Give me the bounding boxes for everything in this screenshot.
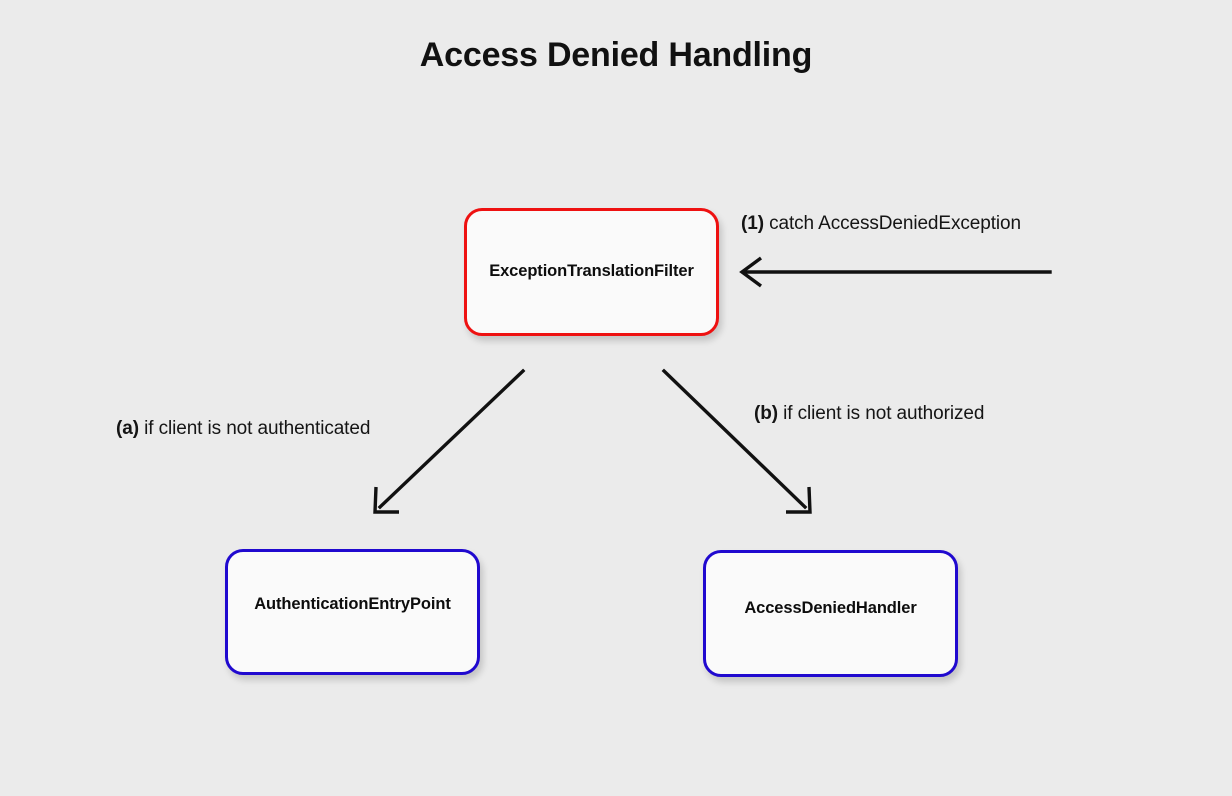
node-access-denied-handler[interactable]: AccessDeniedHandler [703,550,958,677]
edge-label-tag: (b) [754,403,778,424]
edge-label-text: catch AccessDeniedException [763,213,1021,234]
node-authentication-entry-point[interactable]: AuthenticationEntryPoint [225,549,480,675]
edge-label-tag: (a) [116,418,139,439]
node-exception-translation-filter[interactable]: ExceptionTranslationFilter [464,208,719,336]
edge-not-authorized-arrow [661,368,812,514]
edge-label-text: if client is not authorized [777,403,985,424]
edge-catch-exception-arrow [739,256,1052,288]
page-title: Access Denied Handling [419,36,813,74]
edge-not-authenticated-arrow [373,368,526,514]
node-label: AccessDeniedHandler [744,599,917,617]
edge-label-not-authorized: (b) if client is not authorized [754,403,984,425]
node-label: ExceptionTranslationFilter [489,261,694,280]
edge-label-catch-exception: (1) catch AccessDeniedException [741,213,1021,235]
edge-label-text: if client is not authenticated [138,418,371,439]
edge-label-not-authenticated: (a) if client is not authenticated [116,418,370,440]
edge-label-tag: (1) [741,213,764,234]
node-label: AuthenticationEntryPoint [254,594,451,613]
